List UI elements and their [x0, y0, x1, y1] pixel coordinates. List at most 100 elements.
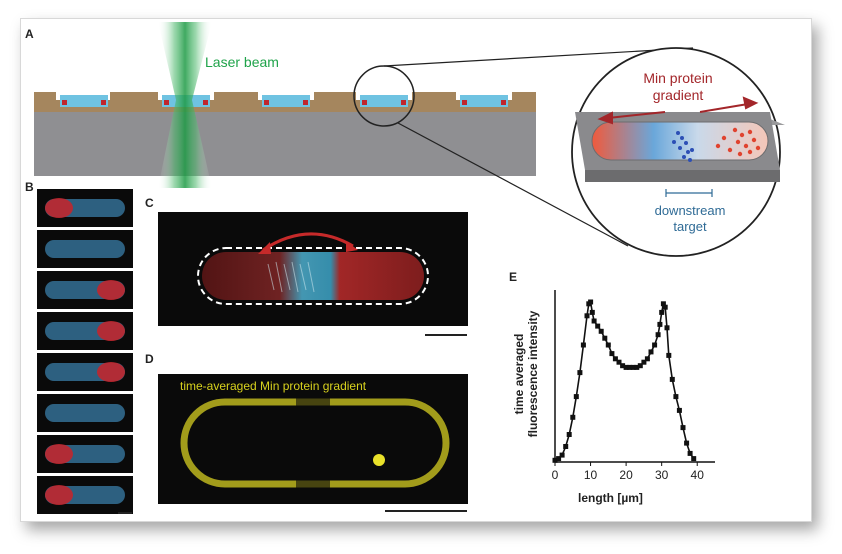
target-bracket: [665, 189, 713, 197]
data-point: [637, 363, 643, 369]
chart-series-points: [552, 299, 697, 463]
panel-c-image: [158, 212, 468, 326]
data-point: [673, 394, 679, 400]
inset-target-dots: [672, 131, 694, 162]
oscillation-arrow: [262, 232, 354, 252]
stack-min-cap: [97, 321, 125, 341]
data-point: [623, 364, 629, 370]
data-point: [552, 457, 558, 463]
chart-ticks: 0 10 20 30 40: [552, 462, 705, 482]
data-point: [680, 425, 686, 431]
data-point: [570, 414, 576, 420]
x-tick-label: 30: [655, 468, 669, 482]
inset-min-dots: [715, 127, 761, 157]
panel-b-scalebar: [118, 512, 132, 514]
data-point: [591, 318, 597, 324]
stack-frame: [37, 312, 133, 350]
panel-c-scalebar: [425, 334, 467, 336]
zoom-line-top: [383, 47, 694, 67]
panel-label-b: B: [25, 180, 34, 194]
data-point: [634, 364, 640, 370]
x-tick-label: 40: [691, 468, 705, 482]
x-tick-label: 0: [552, 468, 559, 482]
data-point: [627, 364, 633, 370]
stack-frame: [37, 353, 133, 391]
data-point: [566, 432, 572, 437]
data-point: [630, 364, 636, 370]
inset-target-label: downstream target: [654, 203, 726, 234]
data-point: [605, 342, 611, 348]
stack-min-cap: [97, 280, 125, 300]
panel-label-c: C: [145, 196, 154, 210]
data-point: [684, 440, 690, 446]
data-point: [644, 356, 650, 362]
data-point: [589, 309, 595, 315]
data-point: [655, 332, 661, 338]
data-point: [563, 444, 569, 449]
x-tick-label: 10: [584, 468, 598, 482]
stack-frame: [37, 435, 133, 473]
stack-min-cap: [97, 362, 125, 382]
data-point: [584, 313, 590, 319]
data-point: [559, 452, 565, 458]
cell-fibers: [267, 261, 315, 293]
wells: [60, 95, 508, 107]
data-point: [657, 321, 663, 327]
data-point: [602, 335, 608, 341]
panel-label-a: A: [25, 27, 34, 41]
zoom-line-bottom: [397, 122, 629, 247]
panel-d-svg: [180, 394, 450, 492]
panel-label-e: E: [509, 270, 518, 284]
well-markers: [62, 100, 506, 105]
data-point: [556, 456, 562, 462]
data-point: [580, 342, 586, 348]
panel-d-image: [158, 374, 468, 504]
chart-ylabel: time averaged fluorescence intensity: [512, 310, 540, 438]
data-point: [595, 323, 601, 329]
stack-min-cap: [45, 444, 73, 464]
x-tick-label: 20: [619, 468, 633, 482]
data-point: [664, 325, 670, 331]
substrate-layer: [34, 112, 536, 176]
panel-a-diagram: [34, 22, 785, 257]
panel-label-d: D: [145, 352, 154, 366]
data-point: [659, 309, 665, 315]
panel-d-caption: time-averaged Min protein gradient: [180, 379, 367, 393]
panel-c-svg: [197, 232, 429, 305]
inset-channel: [591, 121, 769, 161]
data-point: [612, 356, 618, 362]
data-point: [588, 299, 594, 305]
stack-cell: [45, 240, 125, 258]
bright-spot: [373, 454, 385, 466]
laser-beam-label: Laser beam: [205, 54, 279, 70]
stack-cell: [45, 404, 125, 422]
data-point: [666, 352, 672, 358]
panel-d-scalebar: [385, 510, 467, 512]
gradient-arrows: [597, 96, 759, 125]
data-point: [652, 342, 658, 348]
data-point: [676, 407, 682, 413]
data-point: [573, 394, 579, 400]
panel-e-chart: 0 10 20 30 40: [552, 290, 715, 482]
stack-min-cap: [45, 485, 73, 505]
laser-beam: [158, 22, 212, 188]
data-point: [598, 328, 604, 334]
data-point: [687, 450, 693, 456]
stack-frame: [37, 230, 133, 268]
chart-axes: [554, 290, 715, 463]
stack-frame: [37, 394, 133, 432]
stack-frame: [37, 476, 133, 514]
data-point: [620, 363, 626, 369]
data-point: [648, 349, 654, 355]
data-point: [669, 376, 675, 382]
chart-xlabel: length [µm]: [578, 491, 643, 505]
cell-body: [202, 252, 424, 300]
data-point: [577, 370, 583, 376]
data-point: [641, 359, 647, 365]
stack-frame: [37, 189, 133, 227]
stack-min-cap: [45, 198, 73, 218]
data-point: [609, 351, 615, 357]
data-point: [616, 359, 622, 365]
inset-title: Min protein gradient: [643, 70, 713, 103]
stack-frame: [37, 271, 133, 309]
